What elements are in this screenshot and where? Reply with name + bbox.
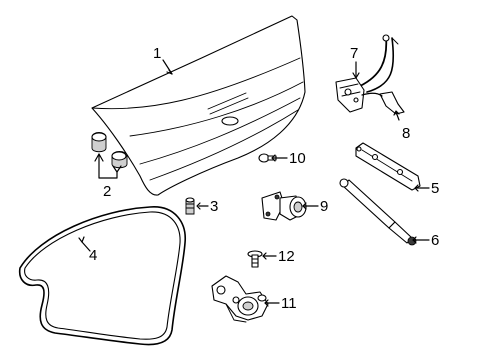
leader-lines (78, 59, 430, 307)
gas-strut-part (339, 178, 417, 246)
callout-6: 6 (431, 232, 439, 249)
callout-9: 9 (320, 198, 328, 215)
bumper-stops-part (91, 132, 128, 179)
screw-part (258, 153, 277, 163)
callout-2: 2 (103, 183, 111, 200)
bolt-part (247, 250, 263, 268)
hinge-bracket-part (355, 142, 421, 191)
callout-10: 10 (289, 150, 306, 167)
actuator-part (211, 275, 269, 323)
callout-1: 1 (153, 45, 161, 62)
weatherstrip-part (18, 206, 186, 346)
callout-5: 5 (431, 180, 439, 197)
callout-4: 4 (89, 247, 97, 264)
callout-11: 11 (281, 295, 297, 312)
trunk-lid-part (91, 15, 306, 196)
callout-3: 3 (210, 198, 218, 215)
latch-and-cable-part (335, 34, 405, 115)
lock-cylinder-part (261, 191, 307, 221)
callout-7: 7 (350, 45, 358, 62)
stud-part (185, 197, 195, 215)
callout-8: 8 (402, 125, 410, 142)
callout-12: 12 (278, 248, 295, 265)
